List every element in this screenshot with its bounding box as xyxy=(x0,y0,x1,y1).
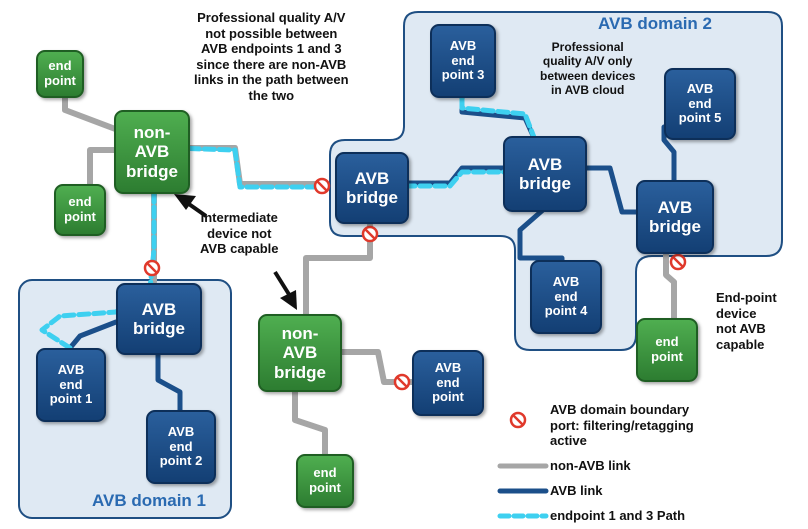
non-avb-bridge-bottom: non- AVB bridge xyxy=(258,314,342,392)
top-annotation-text: Professional quality A/V not possible be… xyxy=(194,10,349,103)
avb-end-point-bottom: AVB end point xyxy=(412,350,484,416)
end-point-mid-left: end point xyxy=(54,184,106,236)
non-avb-link-center-to-lower-bridge xyxy=(303,222,373,319)
no-entry-circle-icon xyxy=(143,259,161,277)
end-point-right: end point xyxy=(636,318,698,382)
legend-avb-text: AVB link xyxy=(550,483,603,498)
no-entry-circle-icon xyxy=(393,373,411,391)
black-arrow-icon xyxy=(174,194,208,218)
non-avb-bridge-top: non- AVB bridge xyxy=(114,110,190,194)
intermediate-annotation-text: Intermediate device not AVB capable xyxy=(200,210,279,257)
boundary-markers xyxy=(143,177,687,429)
no-entry-circle-icon xyxy=(313,177,331,195)
endpoint-1-3-path xyxy=(39,93,538,351)
intermediate-annotation: Intermediate device not AVB capable xyxy=(200,210,279,257)
end-point-top-left: end point xyxy=(36,50,84,98)
top-annotation: Professional quality A/V not possible be… xyxy=(194,10,349,104)
cloud-annotation-text: Professional quality A/V only between de… xyxy=(540,40,636,98)
avb-end-point-4: AVB end point 4 xyxy=(530,260,602,334)
arrows xyxy=(174,194,297,310)
legend-path-text: endpoint 1 and 3 Path xyxy=(550,508,686,523)
endpoint-annotation: End-point device not AVB capable xyxy=(716,290,777,352)
endpoint-annotation-text: End-point device not AVB capable xyxy=(716,290,777,352)
cloud-annotation: Professional quality A/V only between de… xyxy=(540,40,635,98)
no-entry-circle-icon xyxy=(669,253,687,271)
avb-end-point-5: AVB end point 5 xyxy=(664,68,736,140)
avb-domain-1-label: AVB domain 1 xyxy=(92,491,206,510)
avb-bridge-domain-1: AVB bridge xyxy=(116,283,202,355)
avb-end-point-3: AVB end point 3 xyxy=(430,24,496,98)
end-point-bottom: end point xyxy=(296,454,354,508)
avb-end-point-1: AVB end point 1 xyxy=(36,348,106,422)
legend-boundary-text: AVB domain boundary port: filtering/reta… xyxy=(550,402,694,449)
legend-non-avb-text: non-AVB link xyxy=(550,458,631,473)
no-entry-circle-icon xyxy=(361,225,379,243)
avb-bridge-domain-2-a: AVB bridge xyxy=(503,136,587,212)
non-avb-link-bridge-to-avb-center xyxy=(182,145,325,187)
black-arrow-icon xyxy=(273,270,297,310)
avb-link-center-to-d2a xyxy=(402,165,508,186)
legend-boundary-icon xyxy=(509,411,527,429)
avb-domain-2-label: AVB domain 2 xyxy=(598,14,712,33)
avb-bridge-domain-2-b: AVB bridge xyxy=(636,180,714,254)
avb-bridge-center: AVB bridge xyxy=(335,152,409,224)
avb-end-point-2: AVB end point 2 xyxy=(146,410,216,484)
